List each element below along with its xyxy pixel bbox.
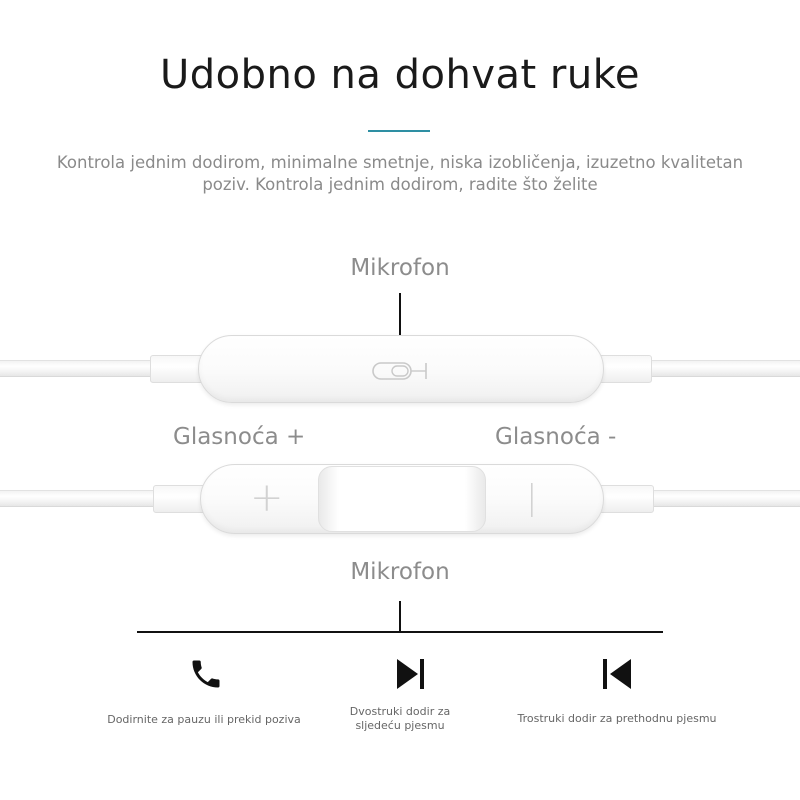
bottom-collar-left xyxy=(153,485,209,513)
next-track-caption-line-2: sljedeću pjesmu xyxy=(355,719,445,732)
top-collar-right xyxy=(596,355,652,383)
bracket-horizontal-line xyxy=(137,631,663,633)
previous-track-caption: Trostruki dodir za prethodnu pjesmu xyxy=(517,712,717,725)
top-microphone-pointer-line xyxy=(399,293,401,348)
bottom-microphone-label: Mikrofon xyxy=(350,559,450,585)
play-next-icon xyxy=(397,659,424,689)
subtitle-line-2: poziv. Kontrola jednim dodirom, radite š… xyxy=(202,175,598,194)
bottom-remote-assembly: + | xyxy=(0,440,800,550)
bracket-stem-line xyxy=(399,601,401,631)
microphone-icon xyxy=(372,362,427,380)
page-title: Udobno na dohvat ruke xyxy=(159,52,641,98)
volume-up-label: Glasnoća + xyxy=(173,424,306,450)
page-subtitle: Kontrola jednim dodirom, minimalne smetn… xyxy=(40,152,760,196)
bottom-collar-right xyxy=(598,485,654,513)
skip-previous-icon xyxy=(603,659,631,689)
call-control-caption: Dodirnite za pauzu ili prekid poziva xyxy=(107,713,301,726)
top-cable-right xyxy=(645,360,800,377)
bottom-cable-right xyxy=(650,490,800,507)
volume-down-label: Glasnoća - xyxy=(495,424,617,450)
phone-icon xyxy=(192,660,220,688)
volume-up-button[interactable]: + xyxy=(250,475,284,521)
top-remote-assembly xyxy=(0,335,800,403)
title-accent-divider xyxy=(368,130,430,132)
top-cable-left xyxy=(0,360,155,377)
bottom-cable-left xyxy=(0,490,158,507)
next-track-caption-line-1: Dvostruki dodir za xyxy=(349,705,451,718)
top-microphone-label: Mikrofon xyxy=(350,255,450,281)
subtitle-line-1: Kontrola jednim dodirom, minimalne smetn… xyxy=(56,153,744,172)
next-track-caption: Dvostruki dodir za sljedeću pjesmu xyxy=(330,705,470,733)
top-remote-body xyxy=(198,335,604,403)
volume-down-button[interactable]: | xyxy=(526,478,538,518)
center-microphone-button[interactable] xyxy=(318,466,486,532)
